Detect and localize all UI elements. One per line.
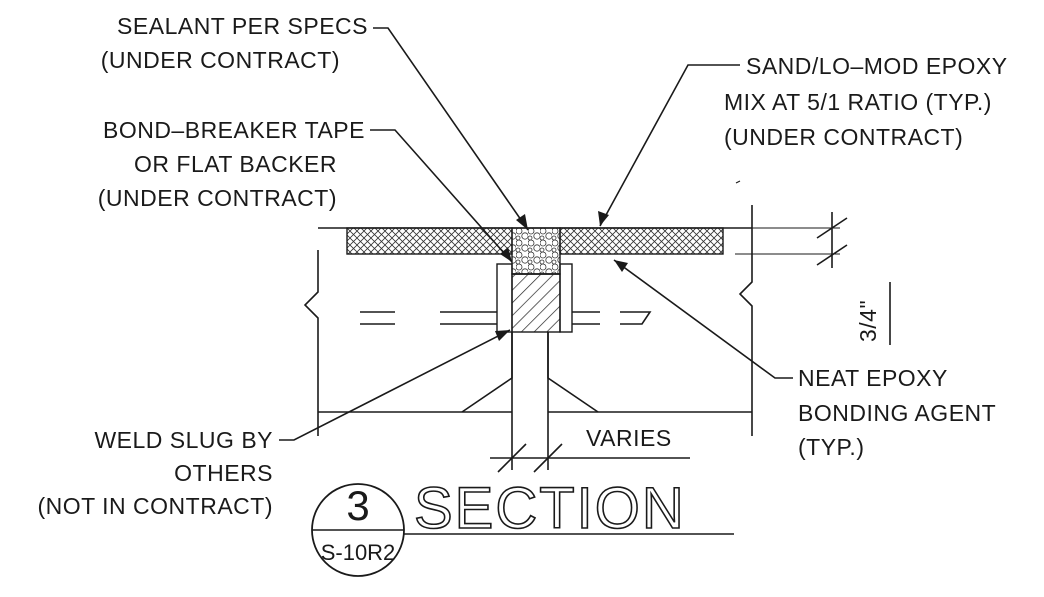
callout-sheet: S-10R2 xyxy=(321,540,396,565)
label-neat-epoxy-line-1: NEAT EPOXY xyxy=(798,365,948,391)
label-sealant: SEALANT PER SPECS (UNDER CONTRACT) xyxy=(101,13,368,73)
label-weld-slug-line-1: WELD SLUG BY xyxy=(94,427,273,453)
sealant-fill xyxy=(511,227,561,275)
varies-dimension xyxy=(490,443,690,473)
joint-gap xyxy=(461,332,599,470)
label-bond-breaker-line-2: OR FLAT BACKER xyxy=(134,151,337,177)
label-neat-epoxy-line-3: (TYP.) xyxy=(798,434,864,460)
label-neat-epoxy: NEAT EPOXY BONDING AGENT (TYP.) xyxy=(798,365,996,460)
label-weld-slug-line-2: OTHERS xyxy=(174,460,273,486)
depth-dimension xyxy=(752,212,891,345)
label-sand-epoxy-line-3: (UNDER CONTRACT) xyxy=(724,124,963,150)
label-bond-breaker: BOND–BREAKER TAPE OR FLAT BACKER (UNDER … xyxy=(98,117,365,211)
label-sand-epoxy: SAND/LO–MOD EPOXY MIX AT 5/1 RATIO (TYP.… xyxy=(724,53,1008,150)
leaders xyxy=(279,27,793,441)
section-callout: 3 S-10R2 SECTION xyxy=(311,475,734,577)
label-neat-epoxy-line-2: BONDING AGENT xyxy=(798,400,996,426)
dowel-dashes xyxy=(360,311,652,325)
label-weld-slug: WELD SLUG BY OTHERS (NOT IN CONTRACT) xyxy=(37,427,273,519)
label-sealant-line-1: SEALANT PER SPECS xyxy=(117,13,368,39)
label-bond-breaker-line-3: (UNDER CONTRACT) xyxy=(98,185,337,211)
label-weld-slug-line-3: (NOT IN CONTRACT) xyxy=(37,493,273,519)
label-sand-epoxy-line-1: SAND/LO–MOD EPOXY xyxy=(746,53,1008,79)
label-sand-epoxy-line-2: MIX AT 5/1 RATIO (TYP.) xyxy=(724,89,992,115)
label-sealant-line-2: (UNDER CONTRACT) xyxy=(101,47,340,73)
section-title: SECTION xyxy=(414,476,686,541)
weld-slug xyxy=(496,263,573,333)
label-varies: VARIES xyxy=(586,425,672,451)
label-bond-breaker-line-1: BOND–BREAKER TAPE xyxy=(103,117,365,143)
label-depth-dimension: 3/4" xyxy=(855,300,881,342)
callout-number: 3 xyxy=(346,482,369,529)
